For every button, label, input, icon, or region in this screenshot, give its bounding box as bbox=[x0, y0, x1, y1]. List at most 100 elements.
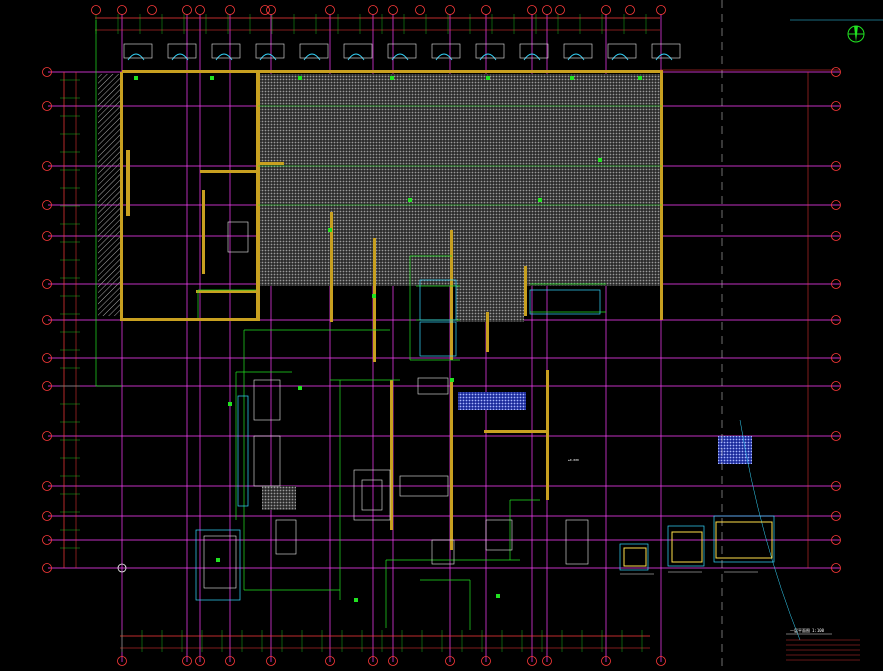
white-detail bbox=[417, 377, 449, 395]
axis-bubble bbox=[225, 5, 235, 15]
axis-bubble bbox=[831, 315, 841, 325]
column-marker bbox=[538, 198, 542, 202]
cyan-outline bbox=[419, 279, 457, 321]
wall-segment bbox=[122, 70, 662, 73]
axis-bubble bbox=[182, 5, 192, 15]
column-marker bbox=[228, 402, 232, 406]
column-marker bbox=[298, 76, 302, 80]
hatch-left-wall-zone bbox=[98, 74, 122, 316]
axis-bubble bbox=[266, 656, 276, 666]
hatch-lower bbox=[262, 486, 296, 510]
wall-segment bbox=[256, 70, 260, 320]
section-detail bbox=[715, 521, 773, 559]
window-frame bbox=[299, 43, 329, 59]
axis-bubble bbox=[445, 5, 455, 15]
white-detail bbox=[227, 221, 249, 253]
door-swing bbox=[259, 53, 277, 61]
door-swing bbox=[435, 53, 453, 61]
cyan-outline bbox=[713, 515, 775, 563]
door-swing bbox=[391, 53, 409, 61]
plan-scale: 1:100 bbox=[812, 628, 825, 633]
wall-segment bbox=[120, 72, 123, 320]
white-detail bbox=[485, 519, 513, 551]
ground-level-label: ±0.000 bbox=[568, 458, 579, 462]
window-frame bbox=[651, 43, 681, 59]
hatch-west bbox=[258, 74, 328, 214]
column-marker bbox=[354, 598, 358, 602]
window-frame bbox=[343, 43, 373, 59]
axis-bubble bbox=[831, 381, 841, 391]
column-marker bbox=[328, 228, 332, 232]
cyan-outline bbox=[419, 321, 457, 357]
white-detail bbox=[565, 519, 589, 565]
column-marker bbox=[210, 76, 214, 80]
axis-bubble bbox=[266, 5, 276, 15]
white-detail bbox=[253, 435, 281, 487]
axis-bubble bbox=[117, 656, 127, 666]
column-marker bbox=[598, 158, 602, 162]
axis-bubble bbox=[831, 431, 841, 441]
axis-bubble bbox=[601, 5, 611, 15]
axis-bubble bbox=[388, 656, 398, 666]
door-swing bbox=[479, 53, 497, 61]
hatch-blue-legend bbox=[718, 436, 752, 464]
axis-bubble bbox=[225, 656, 235, 666]
column-marker bbox=[408, 198, 412, 202]
axis-bubble bbox=[42, 101, 52, 111]
white-detail bbox=[353, 469, 391, 521]
axis-bubble bbox=[831, 353, 841, 363]
column-marker bbox=[390, 76, 394, 80]
axis-bubble bbox=[656, 5, 666, 15]
axis-bubble bbox=[42, 353, 52, 363]
axis-bubble bbox=[481, 5, 491, 15]
axis-bubble bbox=[445, 656, 455, 666]
axis-bubble bbox=[42, 511, 52, 521]
window-frame bbox=[387, 43, 417, 59]
door-swing bbox=[567, 53, 585, 61]
axis-bubble bbox=[831, 279, 841, 289]
white-detail bbox=[203, 535, 237, 589]
window-frame bbox=[607, 43, 637, 59]
window-frame bbox=[431, 43, 461, 59]
white-detail bbox=[361, 479, 383, 511]
axis-bubble bbox=[368, 5, 378, 15]
axis-bubble bbox=[831, 200, 841, 210]
wall-segment bbox=[120, 318, 260, 321]
building-walls bbox=[120, 70, 663, 550]
axis-bubble bbox=[325, 656, 335, 666]
axis-bubble bbox=[260, 5, 270, 15]
cyan-outline bbox=[195, 529, 241, 601]
axis-bubble bbox=[42, 535, 52, 545]
wall-segment bbox=[546, 370, 549, 500]
door-swing bbox=[171, 53, 189, 61]
axis-bubble bbox=[91, 5, 101, 15]
axis-bubble bbox=[831, 535, 841, 545]
axis-bubble bbox=[42, 315, 52, 325]
door-swing bbox=[611, 53, 629, 61]
section-detail bbox=[623, 547, 647, 567]
axis-bubble bbox=[42, 161, 52, 171]
door-swing bbox=[655, 53, 673, 61]
window-frame bbox=[167, 43, 197, 59]
column-marker bbox=[134, 76, 138, 80]
axis-bubble bbox=[656, 656, 666, 666]
wall-segment bbox=[486, 312, 489, 352]
wall-segment bbox=[202, 190, 205, 274]
column-marker bbox=[298, 386, 302, 390]
axis-bubble bbox=[117, 563, 127, 573]
wall-segment bbox=[390, 380, 393, 530]
axis-bubble bbox=[831, 563, 841, 573]
axis-bubble bbox=[542, 656, 552, 666]
window-frame bbox=[123, 43, 153, 59]
axis-bubble bbox=[42, 200, 52, 210]
axis-bubble bbox=[601, 656, 611, 666]
north-arrow-icon bbox=[847, 25, 865, 43]
axis-bubbles bbox=[42, 5, 841, 666]
wall-segment bbox=[330, 212, 333, 322]
section-detail bbox=[671, 531, 703, 563]
axis-bubble bbox=[195, 5, 205, 15]
axis-bubble bbox=[555, 5, 565, 15]
axis-bubble bbox=[831, 67, 841, 77]
